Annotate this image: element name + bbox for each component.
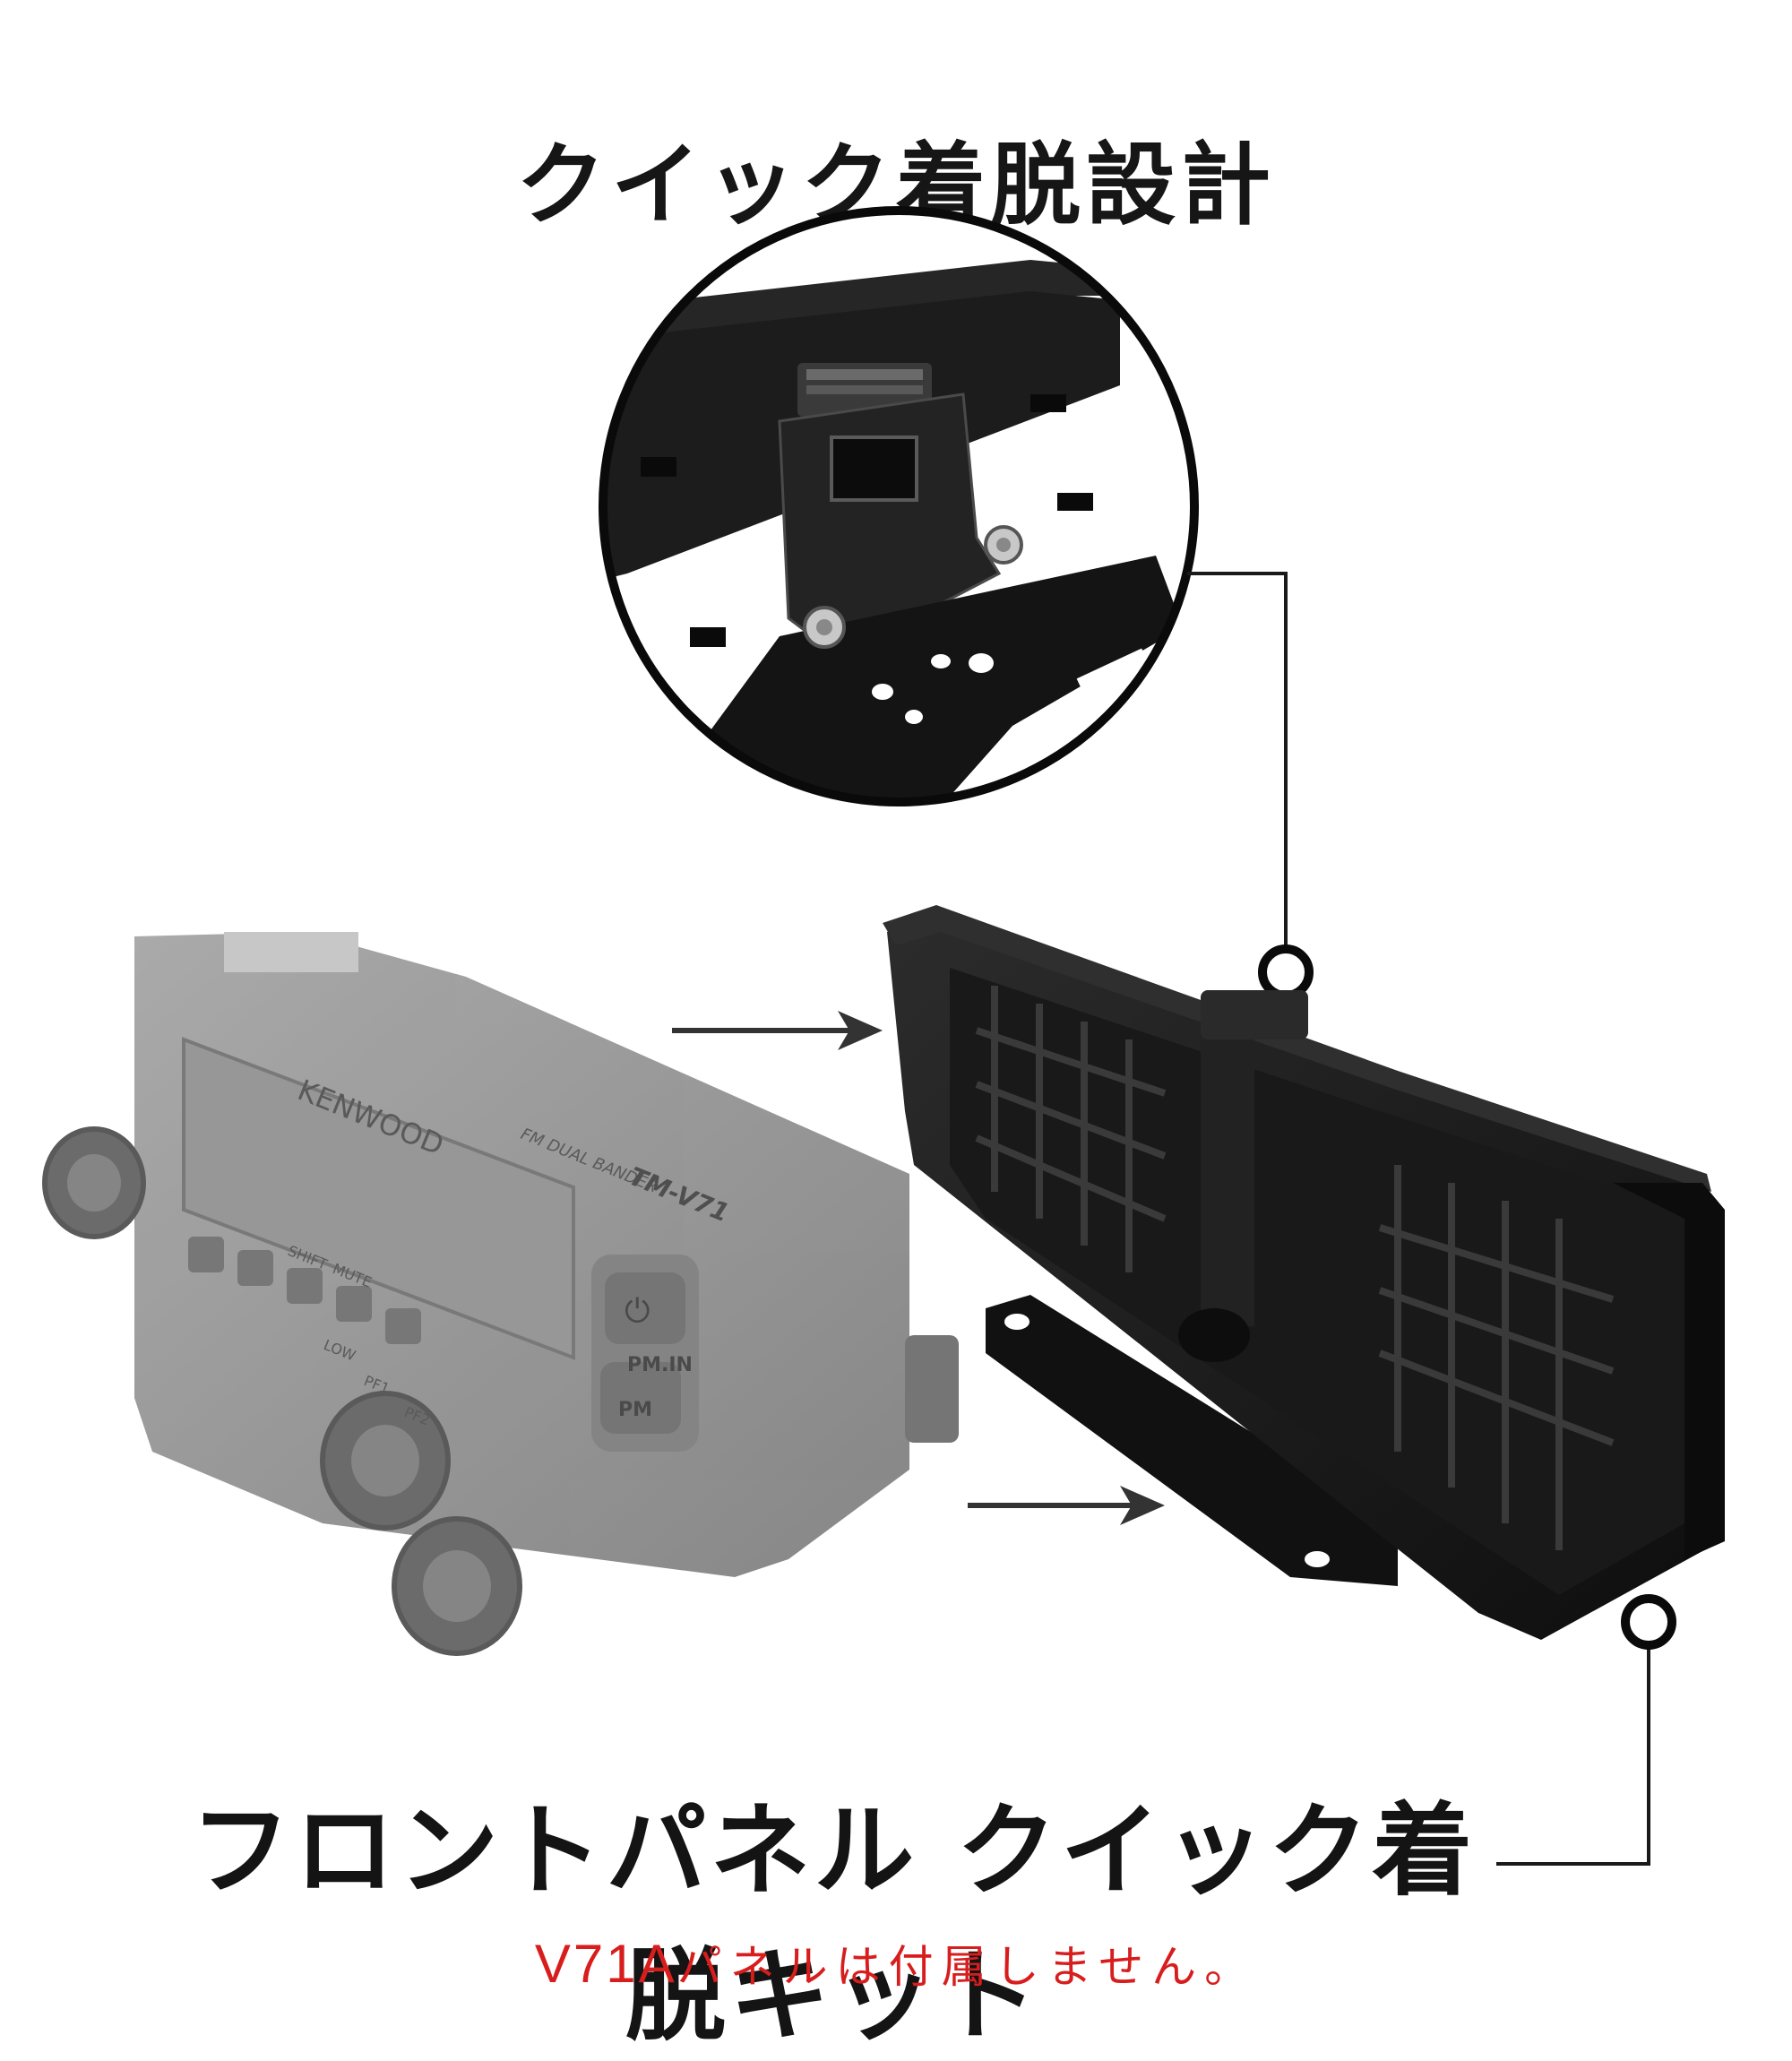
panel-power-icon: ⏻: [625, 1293, 650, 1330]
zoom-detail-circle: [599, 206, 1199, 806]
front-panel-ghost: [42, 932, 959, 1656]
panel-not-included-note: V71Aパネルは付属しません。: [0, 1931, 1792, 1996]
note-text: パネルは付属しません。: [676, 1942, 1258, 1992]
callout-marker-top: [1258, 944, 1314, 1000]
note-model: V71A: [534, 1934, 677, 1994]
panel-pm-in-label: PM.IN: [627, 1354, 693, 1376]
callout-lines: [1187, 572, 1650, 1866]
arrow-bottom-icon: [968, 1486, 1165, 1525]
callout-marker-bottom: [1621, 1594, 1676, 1650]
quick-release-bracket: [883, 905, 1725, 1640]
product-name: フロントパネル クイック着脱キット: [190, 1793, 1477, 2055]
panel-pm-label: PM: [618, 1399, 652, 1421]
arrow-top-icon: [672, 1011, 883, 1050]
